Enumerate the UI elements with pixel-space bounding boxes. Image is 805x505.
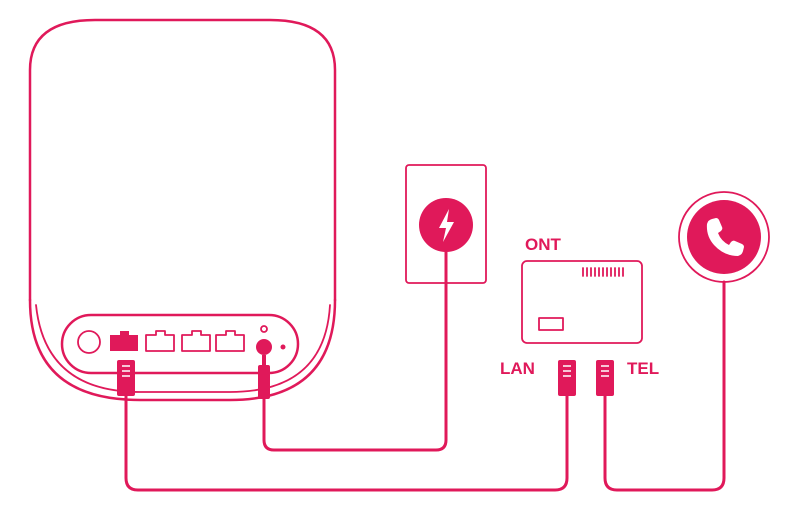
lan-connector bbox=[558, 360, 576, 396]
power-cable bbox=[262, 250, 448, 452]
router bbox=[28, 18, 337, 402]
ont-port bbox=[538, 317, 564, 331]
tel-label: TEL bbox=[627, 359, 659, 378]
tel-cable bbox=[603, 280, 726, 492]
lightning-icon bbox=[439, 209, 454, 242]
phone-icon bbox=[706, 218, 744, 256]
wan-cable bbox=[124, 394, 569, 492]
reset-hole[interactable] bbox=[280, 344, 286, 350]
wan-connector bbox=[117, 360, 135, 396]
power-led bbox=[260, 325, 268, 333]
ont-vent bbox=[582, 267, 624, 277]
router-button[interactable] bbox=[77, 330, 101, 354]
wan-port[interactable] bbox=[110, 331, 138, 351]
lan-port-1[interactable] bbox=[145, 330, 175, 352]
power-jack[interactable] bbox=[256, 339, 272, 355]
lan-port-2[interactable] bbox=[181, 330, 211, 352]
power-plug bbox=[258, 355, 270, 399]
router-port-panel bbox=[60, 313, 300, 375]
lan-label: LAN bbox=[500, 359, 535, 378]
ont-device: ONT bbox=[521, 235, 643, 344]
phone-icon-bg bbox=[687, 200, 761, 274]
lan-port-3[interactable] bbox=[215, 330, 245, 352]
tel-connector bbox=[596, 360, 614, 396]
phone bbox=[678, 191, 770, 283]
ont-label: ONT bbox=[525, 235, 562, 254]
